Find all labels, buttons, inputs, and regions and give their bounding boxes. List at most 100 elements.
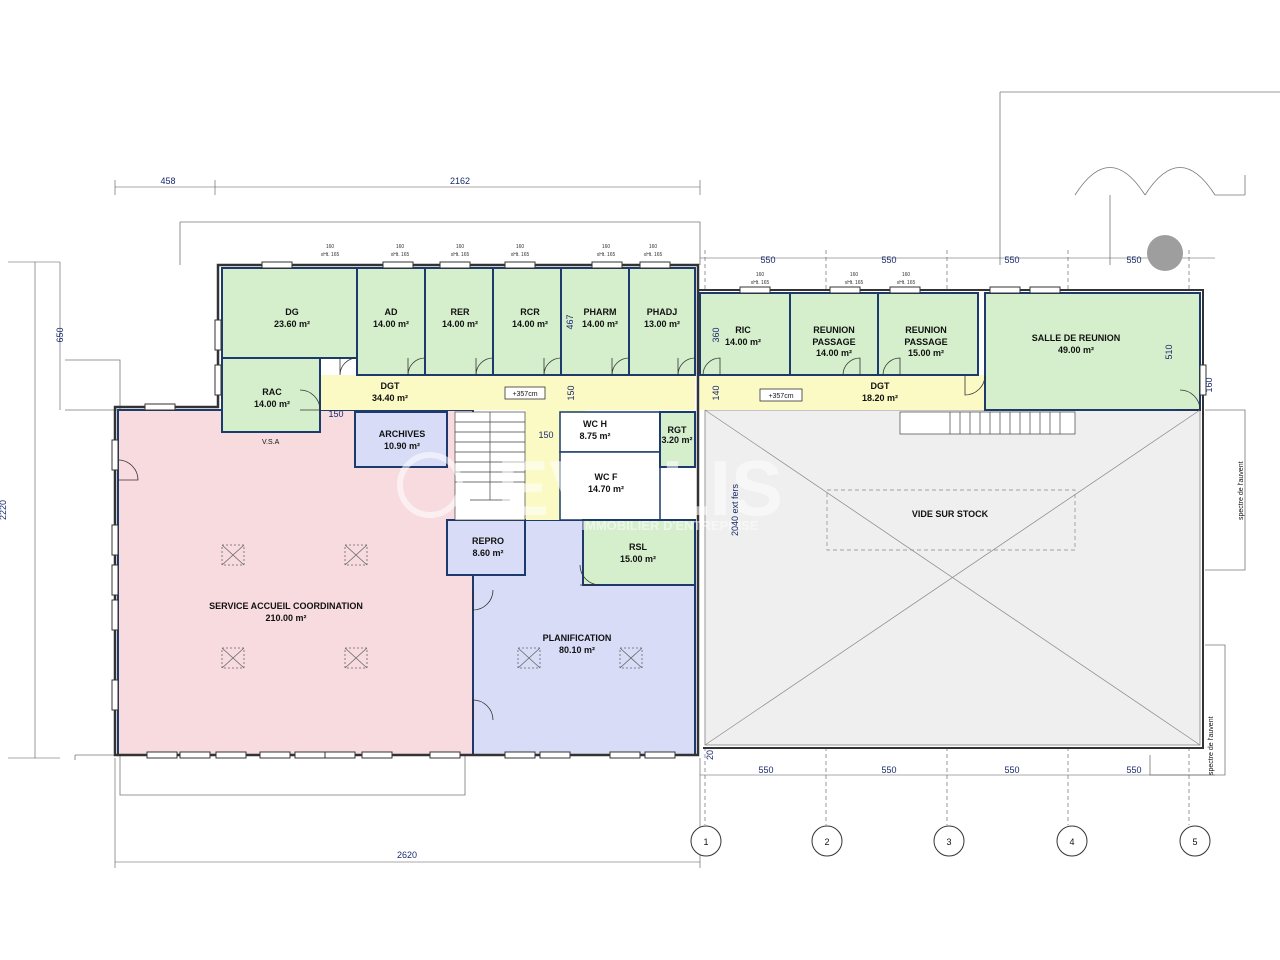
dim-2620: 2620 xyxy=(397,850,417,860)
ceiling-markers xyxy=(221,544,643,669)
label-reunion-1: REUNION xyxy=(813,325,855,335)
axis-label-1: 1 xyxy=(703,837,708,847)
windows xyxy=(111,261,1207,759)
label-reunion-2: REUNION xyxy=(905,325,947,335)
doors xyxy=(117,357,1201,721)
area-planification: 80.10 m² xyxy=(559,645,595,655)
dim-bay-top-3: 550 xyxy=(1004,255,1019,265)
svg-text:xHt. 165: xHt. 165 xyxy=(751,280,770,286)
axis-label-2: 2 xyxy=(824,837,829,847)
axis-circle-4 xyxy=(1056,825,1088,857)
area-reunion-2: 15.00 m² xyxy=(908,348,944,358)
svg-text:xHt. 165: xHt. 165 xyxy=(451,252,470,258)
area-rgt: 3.20 m² xyxy=(661,435,692,445)
dim-467: 467 xyxy=(565,314,575,329)
svg-text:160: 160 xyxy=(516,244,525,250)
svg-text:xHt. 165: xHt. 165 xyxy=(321,252,340,258)
dim-2162: 2162 xyxy=(450,176,470,186)
room-rgt xyxy=(659,411,696,468)
area-dg: 23.60 m² xyxy=(274,319,310,329)
dark-circle-marker xyxy=(1147,235,1183,271)
svg-text:160: 160 xyxy=(326,244,335,250)
dim-160-right: 160 xyxy=(1204,377,1214,392)
area-salle-reunion: 49.00 m² xyxy=(1058,345,1094,355)
dim-140: 140 xyxy=(711,385,721,400)
room-dg xyxy=(221,267,358,359)
area-ad: 14.00 m² xyxy=(373,319,409,329)
room-ric xyxy=(699,292,791,376)
axis-circle-2 xyxy=(811,825,843,857)
label-pharm: PHARM xyxy=(584,307,617,317)
building-walls xyxy=(113,263,1204,757)
room-rer xyxy=(424,267,494,376)
dim-bay-bot-2: 550 xyxy=(881,765,896,775)
dim-650: 650 xyxy=(55,327,65,342)
room-rac xyxy=(221,357,321,433)
area-wc-h: 8.75 m² xyxy=(579,431,610,441)
dim-150-c: 150 xyxy=(538,430,553,440)
axis-label-5: 5 xyxy=(1192,837,1197,847)
label-vsa: V.S.A xyxy=(262,439,280,446)
level-dgt-left: +357cm xyxy=(512,391,537,398)
axis-label-3: 3 xyxy=(946,837,951,847)
dim-360: 360 xyxy=(711,327,721,342)
room-rsl xyxy=(582,519,696,586)
axis-circle-1 xyxy=(690,825,722,857)
label-planification: PLANIFICATION xyxy=(543,633,612,643)
label-reunion-2b: PASSAGE xyxy=(904,337,947,347)
svg-text:xHt. 165: xHt. 165 xyxy=(845,280,864,286)
svg-text:xHt. 165: xHt. 165 xyxy=(511,252,530,258)
dim-458: 458 xyxy=(160,176,175,186)
dim-bay-bot-4: 550 xyxy=(1126,765,1141,775)
area-dgt-right: 18.20 m² xyxy=(862,393,898,403)
area-service-accueil: 210.00 m² xyxy=(265,613,306,623)
svg-text:160: 160 xyxy=(396,244,405,250)
room-rcr xyxy=(492,267,562,376)
area-ric: 14.00 m² xyxy=(725,337,761,347)
dim-bay-top-1: 550 xyxy=(760,255,775,265)
area-rer: 14.00 m² xyxy=(442,319,478,329)
label-dgt-left: DGT xyxy=(381,381,401,391)
svg-text:xHt. 165: xHt. 165 xyxy=(644,252,663,258)
label-rsl: RSL xyxy=(629,542,648,552)
label-ad: AD xyxy=(385,307,398,317)
label-vide-sur-stock: VIDE SUR STOCK xyxy=(912,509,989,519)
staircase-right xyxy=(899,411,1076,435)
label-reunion-1b: PASSAGE xyxy=(812,337,855,347)
label-dg: DG xyxy=(285,307,299,317)
dim-bay-top-4: 550 xyxy=(1126,255,1141,265)
area-archives: 10.90 m² xyxy=(384,441,420,451)
svg-text:xHt. 165: xHt. 165 xyxy=(897,280,916,286)
room-salle-reunion xyxy=(984,292,1201,411)
axis-circle-5 xyxy=(1179,825,1211,857)
label-spectre-2: spectre de l'auvent xyxy=(1208,716,1215,775)
svg-text:160: 160 xyxy=(649,244,658,250)
staircase xyxy=(454,411,526,521)
label-rgt: RGT xyxy=(668,425,688,435)
level-dgt-right: +357cm xyxy=(768,393,793,400)
void-diagonals xyxy=(704,409,1201,746)
label-service-accueil: SERVICE ACCUEIL COORDINATION xyxy=(209,601,363,611)
svg-text:160: 160 xyxy=(456,244,465,250)
dim-bay-top-2: 550 xyxy=(881,255,896,265)
svg-text:160: 160 xyxy=(902,272,911,278)
label-salle-reunion: SALLE DE REUNION xyxy=(1032,333,1121,343)
dim-bay-bot-3: 550 xyxy=(1004,765,1019,775)
label-dgt-right: DGT xyxy=(871,381,891,391)
dimension-labels: 458 2162 650 2220 2620 550 550 550 550 5… xyxy=(0,176,1214,860)
axis-labels: 1 2 3 4 5 xyxy=(703,837,1197,847)
level-markers: +357cm +357cm xyxy=(504,386,803,402)
outline-lines xyxy=(65,91,1280,796)
room-reunion-2 xyxy=(877,292,979,376)
dim-510: 510 xyxy=(1164,344,1174,359)
room-phadj xyxy=(628,267,696,376)
area-phadj: 13.00 m² xyxy=(644,319,680,329)
label-spectre-1: spectre de l'auvent xyxy=(1238,461,1245,520)
dim-20: 20 xyxy=(705,750,715,760)
svg-text:160: 160 xyxy=(602,244,611,250)
axis-label-4: 4 xyxy=(1069,837,1074,847)
label-rac: RAC xyxy=(262,387,282,397)
room-labels: DG 23.60 m² AD 14.00 m² RER 14.00 m² RCR… xyxy=(209,307,1120,655)
area-wc-f: 14.70 m² xyxy=(588,484,624,494)
